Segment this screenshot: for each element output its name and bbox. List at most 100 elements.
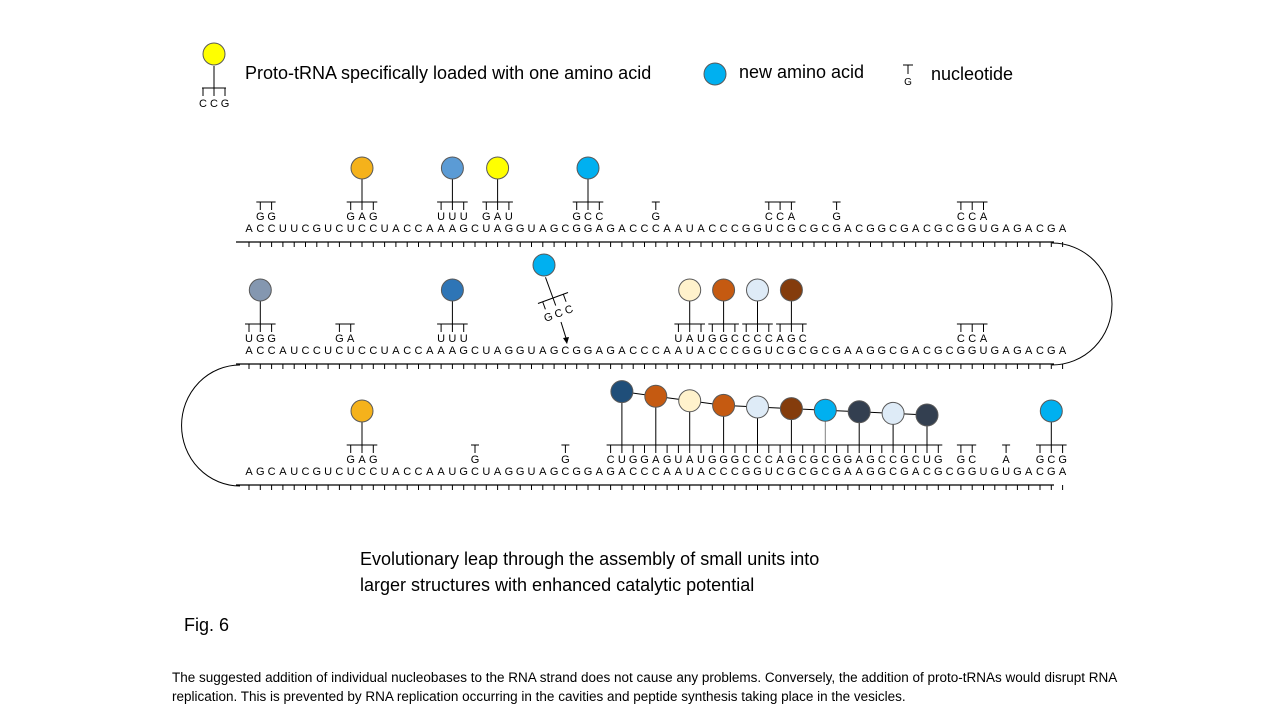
strand-base: G bbox=[742, 345, 751, 357]
unit-base: U bbox=[448, 333, 456, 345]
strand-base: U bbox=[290, 466, 298, 478]
strand-base: G bbox=[516, 466, 525, 478]
strand-base: C bbox=[641, 223, 649, 235]
strand-base: G bbox=[832, 223, 841, 235]
strand-base: G bbox=[1013, 466, 1022, 478]
incoming-amino-acid bbox=[532, 253, 556, 277]
strand-base: A bbox=[392, 466, 400, 478]
unit-base: G bbox=[267, 333, 276, 345]
unit-base: U bbox=[618, 454, 626, 466]
strand-base: C bbox=[268, 223, 276, 235]
amino-acid-circle bbox=[1039, 399, 1063, 423]
unit-base: A bbox=[494, 211, 502, 223]
unit-base: G bbox=[640, 454, 649, 466]
strand-base: C bbox=[652, 223, 660, 235]
strand-base: C bbox=[561, 466, 569, 478]
strand-base: G bbox=[313, 223, 322, 235]
strand-base: A bbox=[1059, 466, 1067, 478]
legend-trna-label: Proto-tRNA specifically loaded with one … bbox=[245, 63, 652, 83]
unit-base: C bbox=[799, 454, 807, 466]
strand-base: U bbox=[381, 223, 389, 235]
peptide-amino-acid bbox=[644, 384, 668, 408]
strand-base: G bbox=[606, 223, 615, 235]
unit-base: G bbox=[267, 211, 276, 223]
unit-base: C bbox=[584, 211, 592, 223]
strand-base: G bbox=[1047, 223, 1056, 235]
strand-base: A bbox=[437, 466, 445, 478]
unit-base: G bbox=[708, 333, 717, 345]
strand-base: G bbox=[256, 466, 265, 478]
unit-base: G bbox=[346, 454, 355, 466]
strand-base: G bbox=[878, 345, 887, 357]
strand-base: G bbox=[866, 345, 875, 357]
unit-base: U bbox=[460, 211, 468, 223]
unit-base: C bbox=[889, 454, 897, 466]
strand-base: C bbox=[561, 345, 569, 357]
strand-base: G bbox=[957, 345, 966, 357]
strand-base: U bbox=[324, 223, 332, 235]
strand-base: C bbox=[471, 223, 479, 235]
strand-base: G bbox=[957, 223, 966, 235]
unit-base: C bbox=[1047, 454, 1055, 466]
strand-base: C bbox=[335, 345, 343, 357]
unit-base: G bbox=[719, 333, 728, 345]
strand-base: G bbox=[991, 223, 1000, 235]
strand-base: C bbox=[335, 223, 343, 235]
strand-base: G bbox=[584, 466, 593, 478]
strand-base: A bbox=[449, 223, 457, 235]
strand-base: G bbox=[459, 223, 468, 235]
strand-base: C bbox=[369, 466, 377, 478]
strand-base: G bbox=[459, 466, 468, 478]
strand-base: U bbox=[765, 466, 773, 478]
strand-base: G bbox=[810, 223, 819, 235]
strand-base: G bbox=[1013, 223, 1022, 235]
unit-base: C bbox=[754, 333, 762, 345]
unit-base: C bbox=[742, 454, 750, 466]
strand-base: C bbox=[1036, 466, 1044, 478]
strand-base: U bbox=[528, 466, 536, 478]
strand-base: G bbox=[878, 223, 887, 235]
strand-base: U bbox=[482, 345, 490, 357]
legend-new-amino-acid-circle bbox=[703, 62, 727, 86]
strand-base: C bbox=[708, 466, 716, 478]
incoming-arrow-line bbox=[560, 321, 567, 339]
strand-base: G bbox=[459, 345, 468, 357]
unit-base: C bbox=[912, 454, 920, 466]
unit-base: C bbox=[968, 333, 976, 345]
strand-base: C bbox=[403, 345, 411, 357]
amino-acid-circle bbox=[248, 278, 272, 302]
unit-base: G bbox=[832, 454, 841, 466]
unit-base: A bbox=[980, 333, 988, 345]
strand-base: A bbox=[245, 223, 253, 235]
unit-base: U bbox=[460, 333, 468, 345]
strand-base: C bbox=[403, 466, 411, 478]
figure-label: Fig. 6 bbox=[184, 615, 230, 635]
strand-base: U bbox=[482, 223, 490, 235]
strand-base: C bbox=[641, 345, 649, 357]
unit-base: C bbox=[607, 454, 615, 466]
strand-base: C bbox=[302, 466, 310, 478]
strand-base: C bbox=[1036, 223, 1044, 235]
unit-base: G bbox=[572, 211, 581, 223]
strand-base: A bbox=[844, 345, 852, 357]
peptide-amino-acid bbox=[610, 380, 634, 404]
amino-acid-circle bbox=[440, 156, 464, 180]
strand-base: C bbox=[889, 345, 897, 357]
unit-base: G bbox=[471, 454, 480, 466]
strand-base: C bbox=[629, 466, 637, 478]
unit-base: G bbox=[844, 454, 853, 466]
unit-base: G bbox=[663, 454, 672, 466]
strand-base: A bbox=[844, 223, 852, 235]
strand-base: A bbox=[912, 345, 920, 357]
strand-base: C bbox=[652, 345, 660, 357]
unit-base: U bbox=[674, 333, 682, 345]
strand-base: A bbox=[618, 345, 626, 357]
unit-base: U bbox=[437, 211, 445, 223]
strand-base: G bbox=[934, 223, 943, 235]
legend-trna-anticodon-base: C bbox=[210, 98, 218, 110]
strand-base: U bbox=[347, 223, 355, 235]
caption-line-1: Evolutionary leap through the assembly o… bbox=[360, 549, 820, 569]
strand-base: C bbox=[415, 466, 423, 478]
amino-acid-circle bbox=[746, 278, 769, 302]
